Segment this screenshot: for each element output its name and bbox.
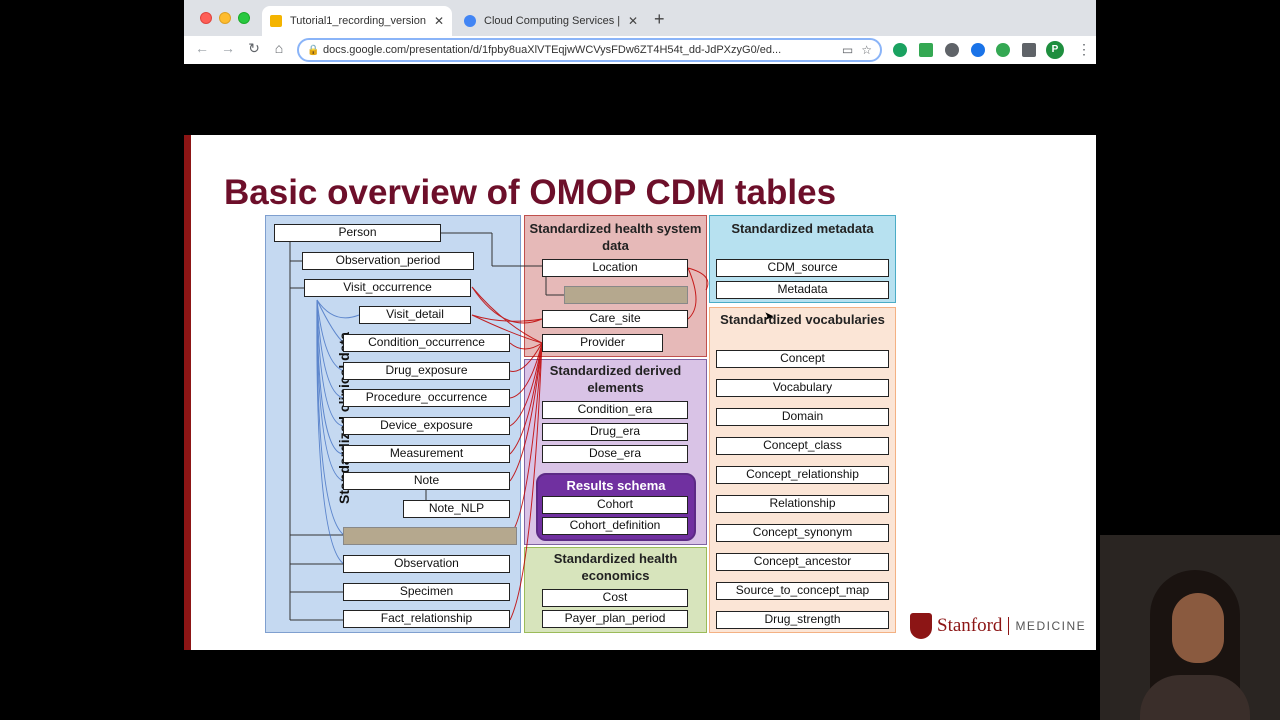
extension-json-icon[interactable]	[919, 43, 933, 57]
table-condition-era: Condition_era	[542, 401, 688, 419]
logo-divider	[1008, 617, 1010, 635]
logo-subtitle: MEDICINE	[1015, 619, 1087, 633]
extension-circle-icon[interactable]	[945, 43, 959, 57]
table-relationship: Relationship	[716, 495, 889, 513]
slide-accent-bar	[184, 135, 191, 650]
table-condition-occurrence: Condition_occurrence	[343, 334, 510, 352]
table-cost: Cost	[542, 589, 688, 607]
table-person: Person	[274, 224, 441, 242]
table-vocabulary: Vocabulary	[716, 379, 889, 397]
table-concept: Concept	[716, 350, 889, 368]
table-note-nlp: Note_NLP	[403, 500, 510, 518]
table-payer-plan-period: Payer_plan_period	[542, 610, 688, 628]
stanford-seal-icon	[910, 613, 932, 639]
minimize-window-button[interactable]	[219, 12, 231, 24]
table-concept-relationship: Concept_relationship	[716, 466, 889, 484]
close-window-button[interactable]	[200, 12, 212, 24]
extension-pin-icon[interactable]	[996, 43, 1010, 57]
extensions-puzzle-icon[interactable]	[1022, 43, 1036, 57]
cast-icon[interactable]: ▭	[841, 43, 854, 57]
table-cdm-source: CDM_source	[716, 259, 889, 277]
table-visit-detail: Visit_detail	[359, 306, 471, 324]
table-observation-period: Observation_period	[302, 252, 474, 270]
menu-kebab-icon[interactable]: ⋮	[1077, 41, 1091, 57]
stanford-medicine-logo: Stanford MEDICINE	[910, 613, 1086, 639]
reload-icon[interactable]: ↻	[248, 40, 260, 56]
slide-title: Basic overview of OMOP CDM tables	[224, 173, 837, 212]
browser-toolbar: ← → ↻ ⌂ 🔒 docs.google.com/presentation/d…	[184, 36, 1096, 64]
health-economics-header: Standardized health economics	[553, 551, 678, 583]
health-system-header: Standardized health system data	[529, 221, 702, 253]
profile-avatar[interactable]: P	[1046, 41, 1064, 59]
google-cloud-icon	[464, 15, 476, 27]
extension-grammarly-icon[interactable]	[893, 43, 907, 57]
table-procedure-occurrence: Procedure_occurrence	[343, 389, 510, 407]
table-concept-class: Concept_class	[716, 437, 889, 455]
slides-icon	[270, 15, 282, 27]
table-visit-occurrence: Visit_occurrence	[304, 279, 471, 297]
table-measurement: Measurement	[343, 445, 510, 463]
table-provider: Provider	[542, 334, 663, 352]
presenter-body	[1140, 675, 1250, 720]
address-bar[interactable]: 🔒 docs.google.com/presentation/d/1fpby8u…	[297, 38, 882, 62]
table-cohort: Cohort	[542, 496, 688, 514]
table-drug-exposure: Drug_exposure	[343, 362, 510, 380]
table-location: Location	[542, 259, 688, 277]
table-specimen: Specimen	[343, 583, 510, 601]
lock-icon: 🔒	[307, 44, 320, 56]
table-dose-era: Dose_era	[542, 445, 688, 463]
table-drug-era: Drug_era	[542, 423, 688, 441]
redacted-table	[343, 527, 517, 545]
tab-title: Cloud Computing Services | Goo	[484, 15, 622, 27]
home-icon[interactable]: ⌂	[274, 40, 284, 56]
tab-slides[interactable]: Tutorial1_recording_version - Go ✕	[262, 6, 452, 36]
table-device-exposure: Device_exposure	[343, 417, 510, 435]
new-tab-button[interactable]: +	[654, 9, 665, 29]
results-schema-header: Results schema	[566, 478, 666, 493]
table-concept-synonym: Concept_synonym	[716, 524, 889, 542]
table-cohort-definition: Cohort_definition	[542, 517, 688, 535]
bookmark-star-icon[interactable]: ☆	[861, 43, 872, 57]
table-note: Note	[343, 472, 510, 490]
table-domain: Domain	[716, 408, 889, 426]
presentation-slide: Basic overview of OMOP CDM tables	[184, 135, 1096, 650]
back-icon[interactable]: ←	[195, 40, 209, 56]
tab-strip: Tutorial1_recording_version - Go ✕ Cloud…	[184, 0, 1096, 36]
table-care-site: Care_site	[542, 310, 688, 328]
metadata-header: Standardized metadata	[731, 221, 874, 236]
browser-window: Tutorial1_recording_version - Go ✕ Cloud…	[184, 0, 1096, 64]
redacted-table	[564, 286, 688, 304]
table-fact-relationship: Fact_relationship	[343, 610, 510, 628]
table-concept-ancestor: Concept_ancestor	[716, 553, 889, 571]
logo-name: Stanford	[937, 615, 1003, 636]
forward-icon[interactable]: →	[221, 40, 235, 56]
tab-title: Tutorial1_recording_version - Go	[290, 15, 428, 27]
tab-cloud[interactable]: Cloud Computing Services | Goo ✕	[456, 6, 646, 36]
close-icon[interactable]: ✕	[433, 14, 444, 28]
close-icon[interactable]: ✕	[627, 14, 638, 28]
extension-blue-icon[interactable]	[971, 43, 985, 57]
presenter-face	[1172, 593, 1224, 663]
derived-elements-header: Standardized derived elements	[549, 363, 682, 395]
table-metadata: Metadata	[716, 281, 889, 299]
table-source-to-concept-map: Source_to_concept_map	[716, 582, 889, 600]
url-text: docs.google.com/presentation/d/1fpby8uaX…	[323, 44, 782, 56]
table-observation: Observation	[343, 555, 510, 573]
maximize-window-button[interactable]	[238, 12, 250, 24]
vocabularies-header: Standardized vocabularies	[720, 312, 885, 327]
mouse-cursor-icon: ➤	[764, 309, 775, 323]
table-drug-strength: Drug_strength	[716, 611, 889, 629]
webcam-overlay	[1100, 535, 1280, 720]
